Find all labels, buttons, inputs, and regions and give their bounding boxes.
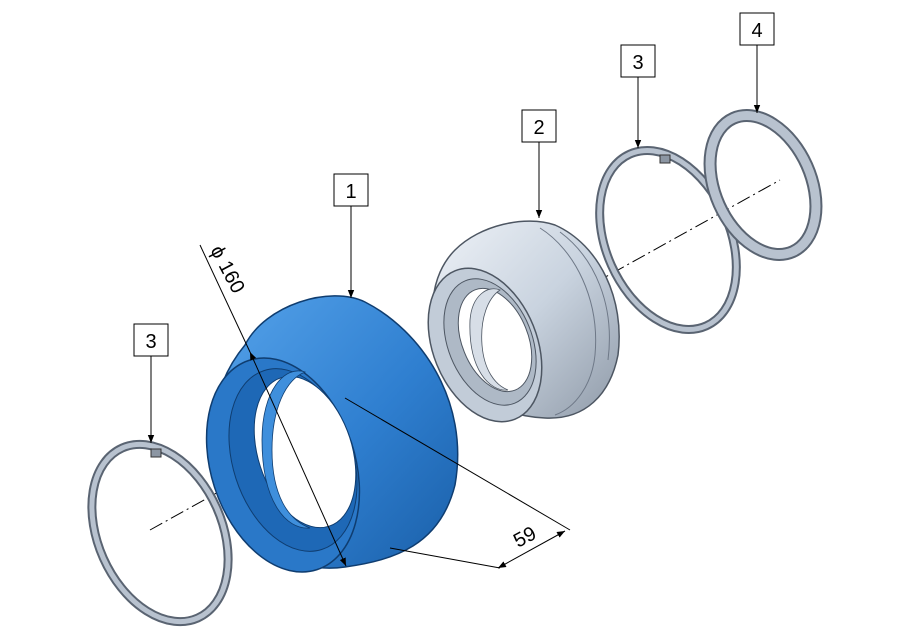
callout-bearing: 2 <box>521 109 557 218</box>
bearing <box>427 220 620 423</box>
svg-text:3: 3 <box>145 331 156 353</box>
left-retaining-ring <box>87 439 233 627</box>
svg-text:2: 2 <box>533 117 544 139</box>
callout-right-retaining-ring: 3 <box>620 44 656 148</box>
shim-washer <box>703 109 823 261</box>
callout-housing: 1 <box>333 173 369 298</box>
callout-left-retaining-ring: 3 <box>133 323 169 443</box>
diameter-label: ϕ160 <box>206 242 249 297</box>
svg-text:4: 4 <box>751 20 762 42</box>
callout-shim-washer: 4 <box>739 12 775 113</box>
housing <box>205 295 459 573</box>
svg-text:3: 3 <box>632 52 643 74</box>
width-label: 59 <box>510 523 540 553</box>
svg-text:1: 1 <box>345 181 356 203</box>
